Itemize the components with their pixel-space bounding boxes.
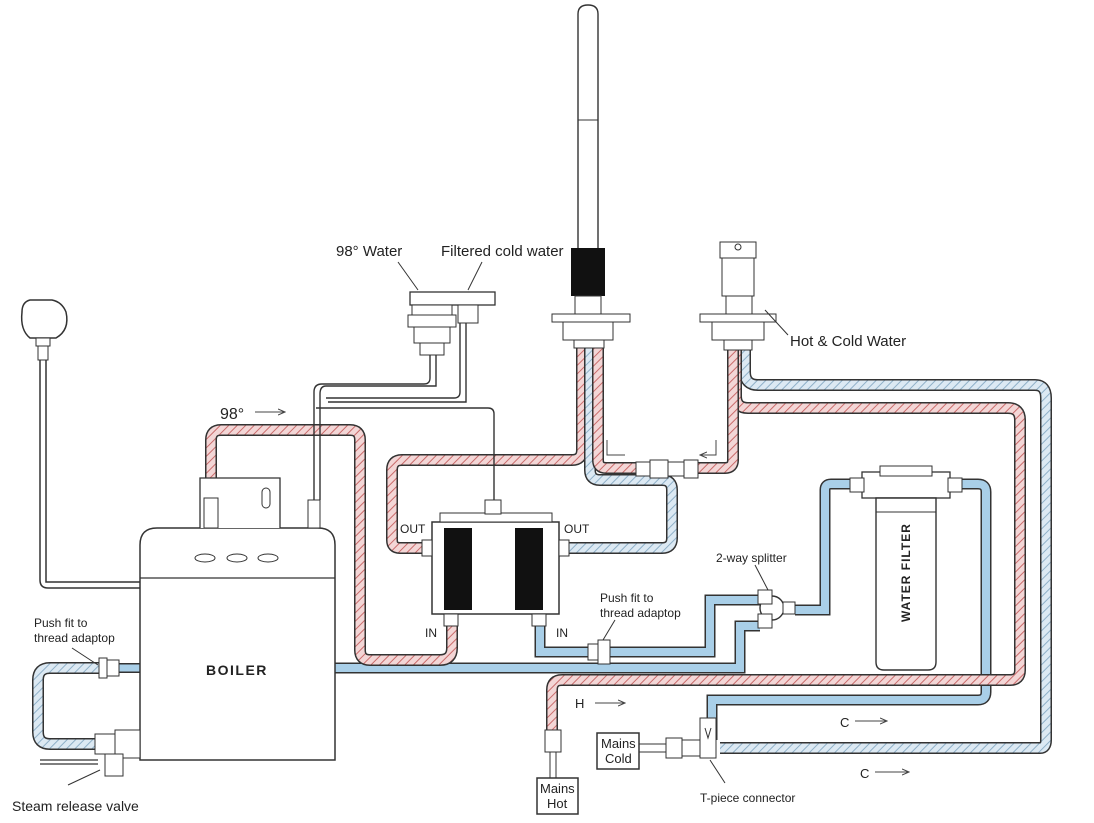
mains-cold-box bbox=[596, 732, 640, 770]
two-way-splitter bbox=[757, 589, 796, 629]
label-98-water: 98° Water bbox=[336, 243, 402, 260]
label-push-fit-mid-2: thread adaptop bbox=[600, 606, 681, 620]
t-piece-connector bbox=[637, 717, 717, 759]
label-t-piece-connector: T-piece connector bbox=[700, 791, 795, 805]
label-boiler: BOILER bbox=[206, 662, 268, 678]
label-out-left: OUT bbox=[400, 522, 426, 536]
push-buttons-unit bbox=[407, 291, 496, 356]
label-temp-98: 98° bbox=[220, 406, 244, 423]
steam-release-valve bbox=[40, 729, 141, 777]
water-filter bbox=[849, 465, 963, 671]
leader-lines bbox=[67, 261, 789, 786]
label-push-fit-left-2: thread adaptop bbox=[34, 631, 115, 645]
label-c-flow-lower: C bbox=[860, 766, 869, 781]
pipe-tank-out-right-to-tap bbox=[565, 345, 678, 554]
label-hot-cold-water: Hot & Cold Water bbox=[790, 333, 906, 350]
label-mains-hot-2: Hot bbox=[547, 796, 568, 811]
label-push-fit-left-1: Push fit to bbox=[34, 616, 88, 630]
boiler-unit bbox=[139, 477, 336, 761]
cable-button-switch bbox=[313, 322, 495, 505]
label-steam-release-valve: Steam release valve bbox=[12, 798, 139, 814]
pipe-splitter-to-filter bbox=[795, 478, 860, 616]
label-out-right: OUT bbox=[564, 522, 590, 536]
pipe-boiler-hot-loop bbox=[205, 424, 458, 666]
label-two-way-splitter: 2-way splitter bbox=[716, 551, 787, 565]
push-fit-adaptor-left bbox=[98, 657, 120, 679]
label-mains-cold-1: Mains bbox=[601, 736, 636, 751]
label-mains-hot-1: Mains bbox=[540, 781, 575, 796]
tall-tap bbox=[551, 4, 631, 349]
label-mains-cold-2: Cold bbox=[605, 751, 632, 766]
pipe-tall-tap-hot-side bbox=[592, 345, 739, 474]
label-in-right: IN bbox=[556, 626, 568, 640]
pipe-cold-to-hotcold-tap bbox=[720, 348, 1052, 754]
pipe-filtered-cold-main bbox=[335, 620, 760, 674]
pipe-boiler-loop-left bbox=[32, 662, 105, 750]
hot-cold-tap bbox=[699, 241, 777, 351]
label-h-flow: H bbox=[575, 696, 584, 711]
pipe-tank-out-to-tall-tap bbox=[386, 345, 588, 554]
label-in-left: IN bbox=[425, 626, 437, 640]
mains-hot-box bbox=[536, 729, 579, 815]
label-water-filter: WATER FILTER bbox=[899, 523, 913, 622]
label-filtered-cold-water: Filtered cold water bbox=[441, 243, 564, 260]
pipe-filtered-to-tank-in bbox=[534, 594, 760, 658]
pipe-hot-to-hotcold-tap bbox=[546, 348, 1026, 730]
tap-crossover-fitting bbox=[635, 459, 699, 479]
plug-icon bbox=[20, 299, 68, 361]
label-push-fit-mid-1: Push fit to bbox=[600, 591, 654, 605]
push-fit-adaptor-middle bbox=[587, 639, 611, 665]
cable-plug bbox=[39, 360, 140, 589]
label-c-flow-upper: C bbox=[840, 715, 849, 730]
heater-tank bbox=[421, 499, 570, 627]
pipe-filter-outlet bbox=[706, 478, 992, 740]
